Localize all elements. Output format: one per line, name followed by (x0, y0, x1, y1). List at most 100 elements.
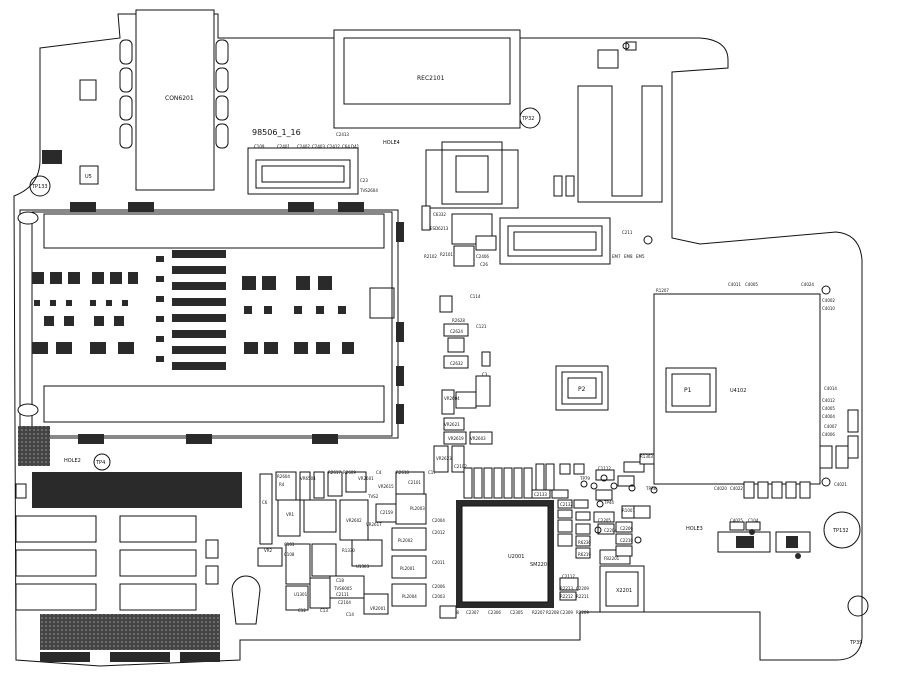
label-r2102: R2102 (424, 254, 437, 259)
label-hole3: HOLE3 (686, 526, 703, 532)
label-c2209: C2209 (576, 586, 589, 591)
label-tp44: TP44 (603, 500, 614, 505)
label-rec2101: REC2101 (417, 75, 445, 82)
label-vr2603: VR2603 (470, 436, 486, 441)
label-c26: C26 (480, 262, 488, 267)
board-title: 98506_1_16 (252, 128, 301, 137)
label-vr6504: VR6504 (300, 476, 316, 481)
label-vr2001: VR2001 (370, 606, 386, 611)
connector-con6201 (135, 9, 215, 191)
label-fb2201: FB2201 (604, 556, 620, 561)
label-c4005: C4005 (745, 282, 758, 287)
label-c23: C23 (360, 178, 368, 183)
label-r6230: R6230 (578, 540, 591, 545)
label-c2205: C2205 (598, 518, 611, 523)
label-c2117: C2117 (562, 574, 575, 579)
label-r2609: R2609 (343, 470, 356, 475)
label-r2618: R2618 (396, 470, 409, 475)
label-c4002: C4002 (822, 298, 835, 303)
label-r1330: R1330 (342, 548, 355, 553)
label-c2011: C2011 (432, 560, 445, 565)
label-p1: P1 (684, 387, 692, 394)
label-c2104: C2104 (338, 600, 351, 605)
label-c2210: C2210 (620, 538, 633, 543)
label-u5: U5 (85, 174, 92, 180)
label-hole4: HOLE4 (383, 140, 400, 146)
label-r2209: R2209 (576, 610, 589, 615)
label-c4004: C4004 (822, 414, 835, 419)
label-c6: C6 (262, 500, 268, 505)
label-vr2601: VR2601 (358, 476, 374, 481)
label-r2604: R2604 (277, 474, 290, 479)
label-c4012: C4012 (822, 398, 835, 403)
label-vr2604: VR2604 (444, 396, 460, 401)
label-vr2617: VR2617 (366, 522, 382, 527)
label-c104: C104 (748, 518, 759, 523)
label-c2402: C2402 (297, 144, 310, 149)
label-r2212: R2212 (560, 594, 573, 599)
label-em8: EM8 (624, 254, 633, 259)
label-c4024: C4024 (801, 282, 814, 287)
label-tvs2: TVS2 (367, 494, 379, 499)
label-vr2: VR2 (264, 548, 273, 553)
label-vr2623: VR2623 (436, 456, 452, 461)
label-tp132: TP132 (832, 528, 849, 534)
label-r1001: R1001 (622, 508, 635, 513)
label-c14: C14 (346, 612, 354, 617)
label-pl2001: PL2001 (400, 566, 415, 571)
label-c114: C114 (470, 294, 481, 299)
label-c4005b: C4005 (822, 406, 835, 411)
label-c2133: C2133 (534, 492, 547, 497)
label-c4007: C4007 (824, 424, 837, 429)
label-c4: C4 (376, 470, 382, 475)
label-c2306: C2306 (488, 610, 501, 615)
label-c2624: C2624 (450, 329, 463, 334)
btb-connector-right (499, 217, 611, 265)
label-c4025: C4025 (730, 518, 743, 523)
btb-connector-top (247, 147, 359, 195)
label-vr2615: VR2615 (378, 484, 394, 489)
label-r2628: R2628 (452, 318, 465, 323)
label-c18: C18 (336, 578, 344, 583)
label-vr1: VR1 (286, 512, 295, 517)
label-u2001: U2001 (508, 554, 524, 560)
label-r2208: R2208 (546, 610, 559, 615)
label-c4021: C4021 (834, 482, 847, 487)
label-c2132: C2132 (560, 502, 573, 507)
label-vr2602: VR2602 (346, 518, 362, 523)
label-em7: EM7 (612, 254, 621, 259)
label-vr2619: VR2619 (448, 436, 464, 441)
label-c2004: C2004 (432, 518, 445, 523)
label-u4102: U4102 (730, 388, 746, 394)
label-c2406: C2406 (476, 254, 489, 259)
label-c2403: C2403 (312, 144, 325, 149)
label-c4020: C4020 (714, 486, 727, 491)
label-c13: C13 (320, 608, 328, 613)
label-c2006: C2006 (432, 584, 445, 589)
receiver-rec2101 (333, 29, 521, 129)
label-r1303: R1303 (640, 454, 653, 459)
label-pl2002: PL2002 (398, 538, 413, 543)
label-sm2201: SM2201 (530, 562, 550, 568)
label-c4014: C4014 (824, 386, 837, 391)
label-d41: D41 (351, 144, 360, 149)
label-c2204: C2204 (604, 528, 617, 533)
label-tp79: TP79 (579, 476, 590, 481)
label-r6219: R6219 (578, 552, 591, 557)
label-c121: C121 (476, 324, 487, 329)
label-c17: C17 (428, 470, 436, 475)
label-c2632: C2632 (450, 361, 463, 366)
label-c2412: C2412 (327, 144, 340, 149)
label-c2305: C2305 (510, 610, 523, 615)
label-c2111: C2111 (336, 592, 349, 597)
label-c2309: C2309 (560, 610, 573, 615)
label-em5: EM5 (636, 254, 645, 259)
label-c4006: C4006 (822, 432, 835, 437)
label-c211: C211 (622, 230, 633, 235)
board-outline (13, 13, 863, 667)
label-r2211: R2211 (576, 594, 589, 599)
label-tvs6005: TVS6005 (333, 586, 352, 591)
label-tp78: TP78 (645, 486, 656, 491)
label-pl2004: PL2004 (402, 594, 417, 599)
label-c2159: C2159 (380, 510, 393, 515)
